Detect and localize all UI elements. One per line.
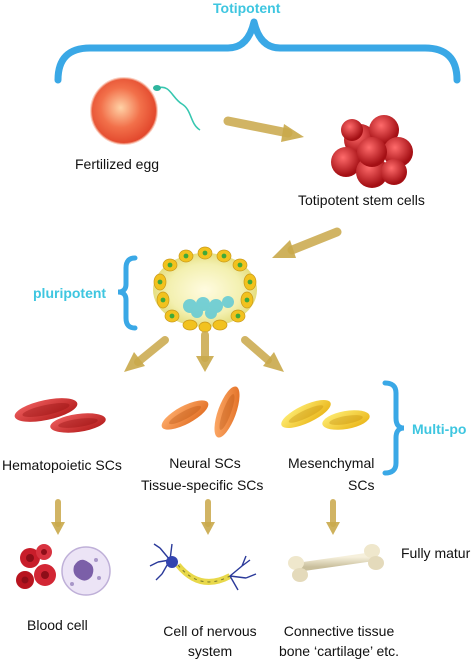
nervous-label-line1: Cell of nervous	[163, 623, 257, 639]
mesenchymal-label-line2: SCs	[348, 477, 375, 493]
totipotent-stem-cells-label: Totipotent stem cells	[298, 192, 425, 208]
arrow-to-blood-cell	[51, 499, 65, 535]
neural-label: Neural SCs	[169, 455, 241, 471]
red-blood-cell-icon	[14, 398, 106, 433]
mesenchymal-label-line1: Mesenchymal	[288, 455, 375, 471]
arrow-totipotent-to-blastocyst	[272, 227, 342, 258]
fertilized-egg-label: Fertilized egg	[75, 156, 160, 172]
totipotent-bracket	[54, 18, 461, 84]
pluripotent-bracket	[117, 255, 138, 331]
morula-icon	[331, 115, 413, 188]
arrow-to-neural	[196, 331, 214, 372]
multipotent-bracket	[382, 380, 405, 476]
arrow-egg-to-totipotent	[223, 116, 304, 142]
bone-icon	[288, 544, 384, 582]
blood-cell-label: Blood cell	[27, 617, 88, 633]
egg-sperm-icon	[90, 77, 201, 145]
multipotent-label: Multi-po	[412, 421, 467, 437]
neural-cell-icon	[161, 386, 240, 438]
arrow-to-mesenchymal	[241, 336, 284, 372]
connective-label-line1: Connective tissue	[283, 623, 395, 639]
neuron-icon	[149, 543, 257, 591]
fully-mature-label: Fully matur	[401, 545, 471, 561]
mesenchymal-cell-icon	[281, 399, 370, 430]
pluripotent-label: pluripotent	[33, 285, 107, 301]
hematopoietic-label: Hematopoietic SCs	[2, 457, 122, 473]
tissue-specific-label: Tissue-specific SCs	[141, 477, 264, 493]
arrow-to-hematopoietic	[124, 336, 169, 372]
arrow-to-connective	[326, 499, 340, 535]
blood-cells-icon	[16, 544, 111, 596]
blastocyst-icon	[153, 246, 257, 333]
nervous-label-line2: system	[187, 643, 233, 659]
totipotent-label: Totipotent	[213, 0, 281, 16]
arrow-to-nervous-cell	[201, 499, 215, 535]
connective-label-line2: bone ‘cartilage’ etc.	[278, 643, 400, 659]
